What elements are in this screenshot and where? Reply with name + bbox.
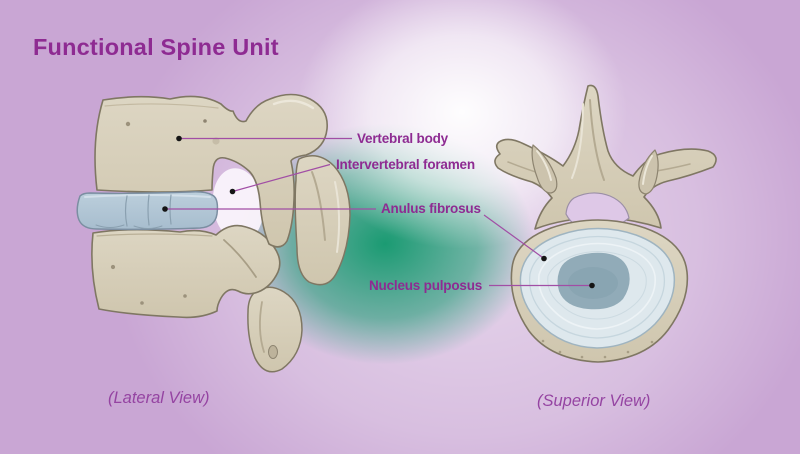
bone-highlight-line — [272, 99, 315, 110]
pointer-dot-nucleus — [589, 282, 595, 289]
bone-highlight-line — [571, 103, 584, 179]
nutrient-foramen-dot — [140, 301, 144, 305]
anulus-ring-line — [537, 242, 657, 330]
bone-shading-line — [589, 99, 605, 181]
nutrient-foramen-dot — [183, 294, 187, 298]
pointer-dot-anulus-lateral — [162, 206, 168, 212]
nutrient-foramen-dot — [212, 137, 220, 145]
anulus-ring-line — [547, 251, 647, 320]
disc-scallop-line — [95, 224, 163, 229]
anulus-ring-line — [528, 235, 666, 339]
disc-crease-line — [147, 194, 150, 226]
disc-crease-line — [124, 195, 128, 227]
leader-lines — [165, 137, 592, 287]
label-intervertebral-foramen: Intervertebral foramen — [336, 156, 475, 172]
pointer-dot-anulus-superior — [541, 255, 547, 262]
facet-highlight-line — [536, 150, 552, 181]
facet-crease-line — [223, 239, 257, 278]
bone-texture-dots — [541, 339, 654, 359]
superior-view-illustration — [494, 84, 717, 363]
bone-shading-line — [311, 171, 326, 241]
nutrient-foramen-dot — [110, 264, 116, 270]
right-articular-facet-shape — [638, 149, 659, 195]
left-articular-facet-shape — [531, 144, 558, 194]
pointer-dots — [162, 135, 595, 289]
caption-lateral-view: (Lateral View) — [108, 389, 210, 407]
pointer-dot-intervertebral-foramen — [229, 188, 236, 195]
pointer-dot-vertebral-body — [176, 135, 182, 142]
page-title: Functional Spine Unit — [33, 34, 279, 60]
endplate-line — [104, 103, 219, 109]
leader-line-anulus-right — [483, 214, 545, 259]
lower-spinous-process-shape — [247, 286, 303, 373]
nutrient-foramen-dot — [203, 119, 207, 123]
caption-superior-view: (Superior View) — [537, 392, 651, 410]
bone-shading-line — [259, 301, 265, 353]
process-tip-detail — [268, 345, 278, 359]
bone-highlight-line — [334, 181, 341, 253]
leader-line-intervertebral-foramen — [232, 163, 331, 193]
label-nucleus-pulposus: Nucleus pulposus — [369, 277, 483, 293]
endplate-line — [96, 233, 213, 237]
nutrient-foramen-dot — [125, 121, 131, 127]
intervertebral-disc-shape — [76, 191, 219, 231]
facet-highlight-line — [642, 155, 653, 185]
lateral-view-illustration — [76, 93, 351, 373]
label-vertebral-body: Vertebral body — [357, 130, 448, 146]
label-anulus-fibrosus: Anulus fibrosus — [381, 201, 481, 216]
